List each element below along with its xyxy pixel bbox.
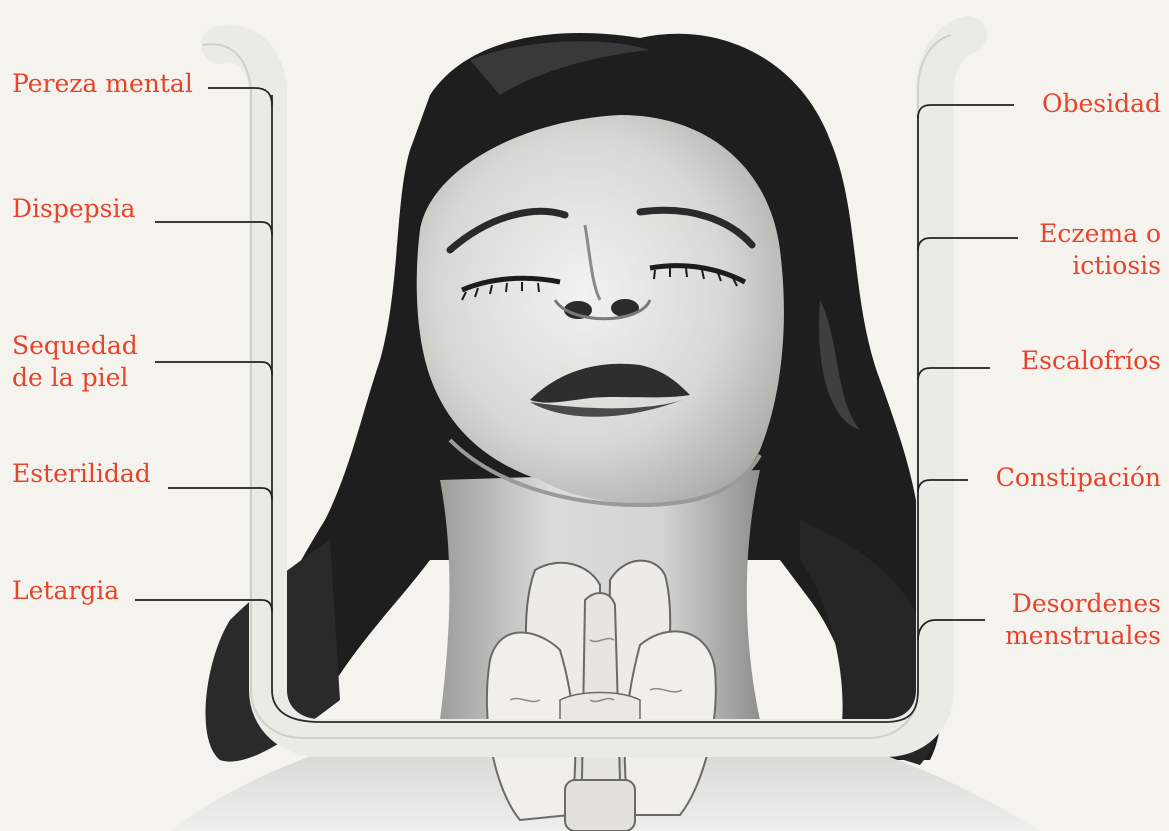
- label-desordenes-menstruales: Desordenes menstruales: [1005, 588, 1161, 652]
- label-line: Constipación: [996, 462, 1161, 494]
- label-dispepsia: Dispepsia: [12, 193, 135, 225]
- label-pereza-mental: Pereza mental: [12, 68, 193, 100]
- label-line: ictiosis: [1039, 250, 1161, 282]
- label-line: Eczema o: [1039, 218, 1161, 250]
- label-sequedad-de-la-piel: Sequedad de la piel: [12, 330, 138, 394]
- label-line: Obesidad: [1042, 88, 1161, 120]
- label-obesidad: Obesidad: [1042, 88, 1161, 120]
- label-line: Esterilidad: [12, 458, 151, 490]
- label-eczema-o-ictiosis: Eczema o ictiosis: [1039, 218, 1161, 282]
- label-constipacion: Constipación: [996, 462, 1161, 494]
- label-esterilidad: Esterilidad: [12, 458, 151, 490]
- label-line: Desordenes: [1005, 588, 1161, 620]
- label-line: menstruales: [1005, 620, 1161, 652]
- label-line: Sequedad: [12, 330, 138, 362]
- label-line: Pereza mental: [12, 68, 193, 100]
- label-line: Escalofríos: [1021, 345, 1161, 377]
- label-line: Letargia: [12, 575, 119, 607]
- label-line: de la piel: [12, 362, 138, 394]
- label-letargia: Letargia: [12, 575, 119, 607]
- label-escalofrios: Escalofríos: [1021, 345, 1161, 377]
- label-line: Dispepsia: [12, 193, 135, 225]
